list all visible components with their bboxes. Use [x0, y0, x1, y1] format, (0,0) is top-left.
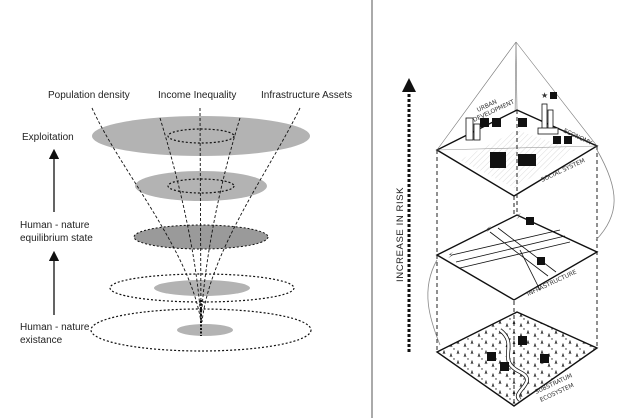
left-panel: Population density Income Inequality Inf…	[20, 90, 352, 352]
right-panel: INCREASE IN RISK	[395, 41, 615, 407]
label-equilibrium-2: equilibrium state	[20, 233, 93, 244]
label-existence-1: Human - nature	[20, 322, 90, 333]
layer-ecosystem-plane	[435, 311, 599, 407]
label-income-inequality: Income Inequality	[158, 90, 236, 101]
label-existence-2: existance	[20, 335, 63, 346]
layer-infrastructure-plane	[435, 214, 599, 301]
urban-icons: ★	[480, 91, 572, 168]
infrastructure-icons: ⚡ ⚡ ⚡	[448, 212, 545, 265]
feedback-curves	[427, 149, 615, 346]
ellipse-level4-inner	[154, 280, 250, 296]
svg-text:⚡: ⚡	[448, 251, 454, 260]
urban-buildings	[465, 103, 559, 141]
svg-text:★: ★	[541, 91, 548, 100]
svg-text:⚡: ⚡	[486, 225, 492, 234]
ellipse-exploitation-inner	[167, 128, 235, 144]
svg-text:⚡: ⚡	[516, 212, 522, 221]
ellipse-level4-outer	[109, 273, 295, 303]
ellipse-level2-outer	[135, 171, 267, 201]
convergence-lines	[91, 107, 301, 323]
label-increase-in-risk: INCREASE IN RISK	[395, 187, 406, 282]
risk-axis-arrowhead	[402, 78, 416, 92]
ellipse-exploitation-outer	[92, 116, 310, 156]
ecosystem-river-inner	[499, 329, 529, 401]
label-infrastructure-assets: Infrastructure Assets	[261, 90, 352, 101]
ellipse-level2-inner	[167, 178, 235, 194]
ecosystem-icons	[487, 336, 549, 371]
label-equilibrium-1: Human - nature	[20, 220, 90, 231]
label-population-density: Population density	[48, 90, 130, 101]
label-exploitation: Exploitation	[22, 132, 74, 143]
ellipse-existence-inner	[177, 324, 233, 336]
infrastructure-roads	[451, 227, 571, 291]
